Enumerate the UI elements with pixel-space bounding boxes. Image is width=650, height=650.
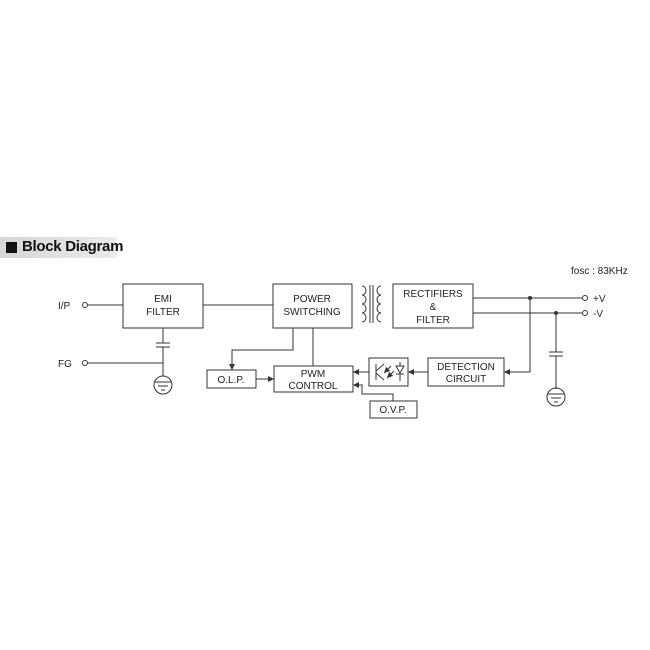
- ip-terminal-icon: [82, 302, 88, 308]
- svg-text:CONTROL: CONTROL: [289, 381, 338, 392]
- junction-dot: [528, 296, 532, 300]
- svg-text:FILTER: FILTER: [416, 315, 450, 326]
- svg-text:POWER: POWER: [293, 294, 331, 305]
- detection-circuit-block: DETECTION CIRCUIT: [427, 357, 505, 387]
- fg-ground-icon: [153, 375, 173, 395]
- olp-block: O.L.P.: [206, 369, 257, 389]
- output-ground-capacitor-icon: [549, 313, 563, 389]
- neg-terminal-icon: [582, 310, 588, 316]
- ip-terminal-label: I/P: [58, 301, 71, 312]
- header-bullet-icon: [6, 242, 17, 253]
- fg-terminal-icon: [82, 360, 88, 366]
- neg-terminal-label: -V: [593, 309, 603, 320]
- pos-terminal-label: +V: [593, 294, 606, 305]
- svg-text:FILTER: FILTER: [146, 307, 180, 318]
- ovp-block: O.V.P.: [369, 400, 418, 419]
- svg-text:&: &: [430, 302, 437, 313]
- output-ground-icon: [546, 387, 566, 407]
- rectifiers-filter-block: RECTIFIERS & FILTER: [392, 283, 474, 329]
- svg-text:O.L.P.: O.L.P.: [217, 375, 244, 386]
- svg-text:O.V.P.: O.V.P.: [379, 405, 406, 416]
- transformer-icon: [361, 285, 382, 323]
- section-title: Block Diagram: [22, 238, 124, 255]
- connection-lines: [88, 297, 582, 401]
- svg-text:PWM: PWM: [301, 369, 325, 380]
- optocoupler-icon: [368, 357, 409, 387]
- svg-text:DETECTION: DETECTION: [437, 362, 495, 373]
- section-header: Block Diagram: [0, 237, 123, 258]
- svg-text:SWITCHING: SWITCHING: [283, 307, 340, 318]
- power-switching-block: POWER SWITCHING: [272, 283, 353, 329]
- svg-text:CIRCUIT: CIRCUIT: [446, 374, 487, 385]
- pos-terminal-icon: [582, 295, 588, 301]
- pwm-control-block: PWM CONTROL: [273, 365, 354, 393]
- emi-filter-block: EMI FILTER: [122, 283, 204, 329]
- svg-text:RECTIFIERS: RECTIFIERS: [403, 289, 463, 300]
- emi-ground-capacitor-icon: [156, 328, 170, 376]
- fosc-label: fosc : 83KHz: [571, 266, 628, 277]
- fg-terminal-label: FG: [58, 359, 72, 370]
- svg-text:EMI: EMI: [154, 294, 172, 305]
